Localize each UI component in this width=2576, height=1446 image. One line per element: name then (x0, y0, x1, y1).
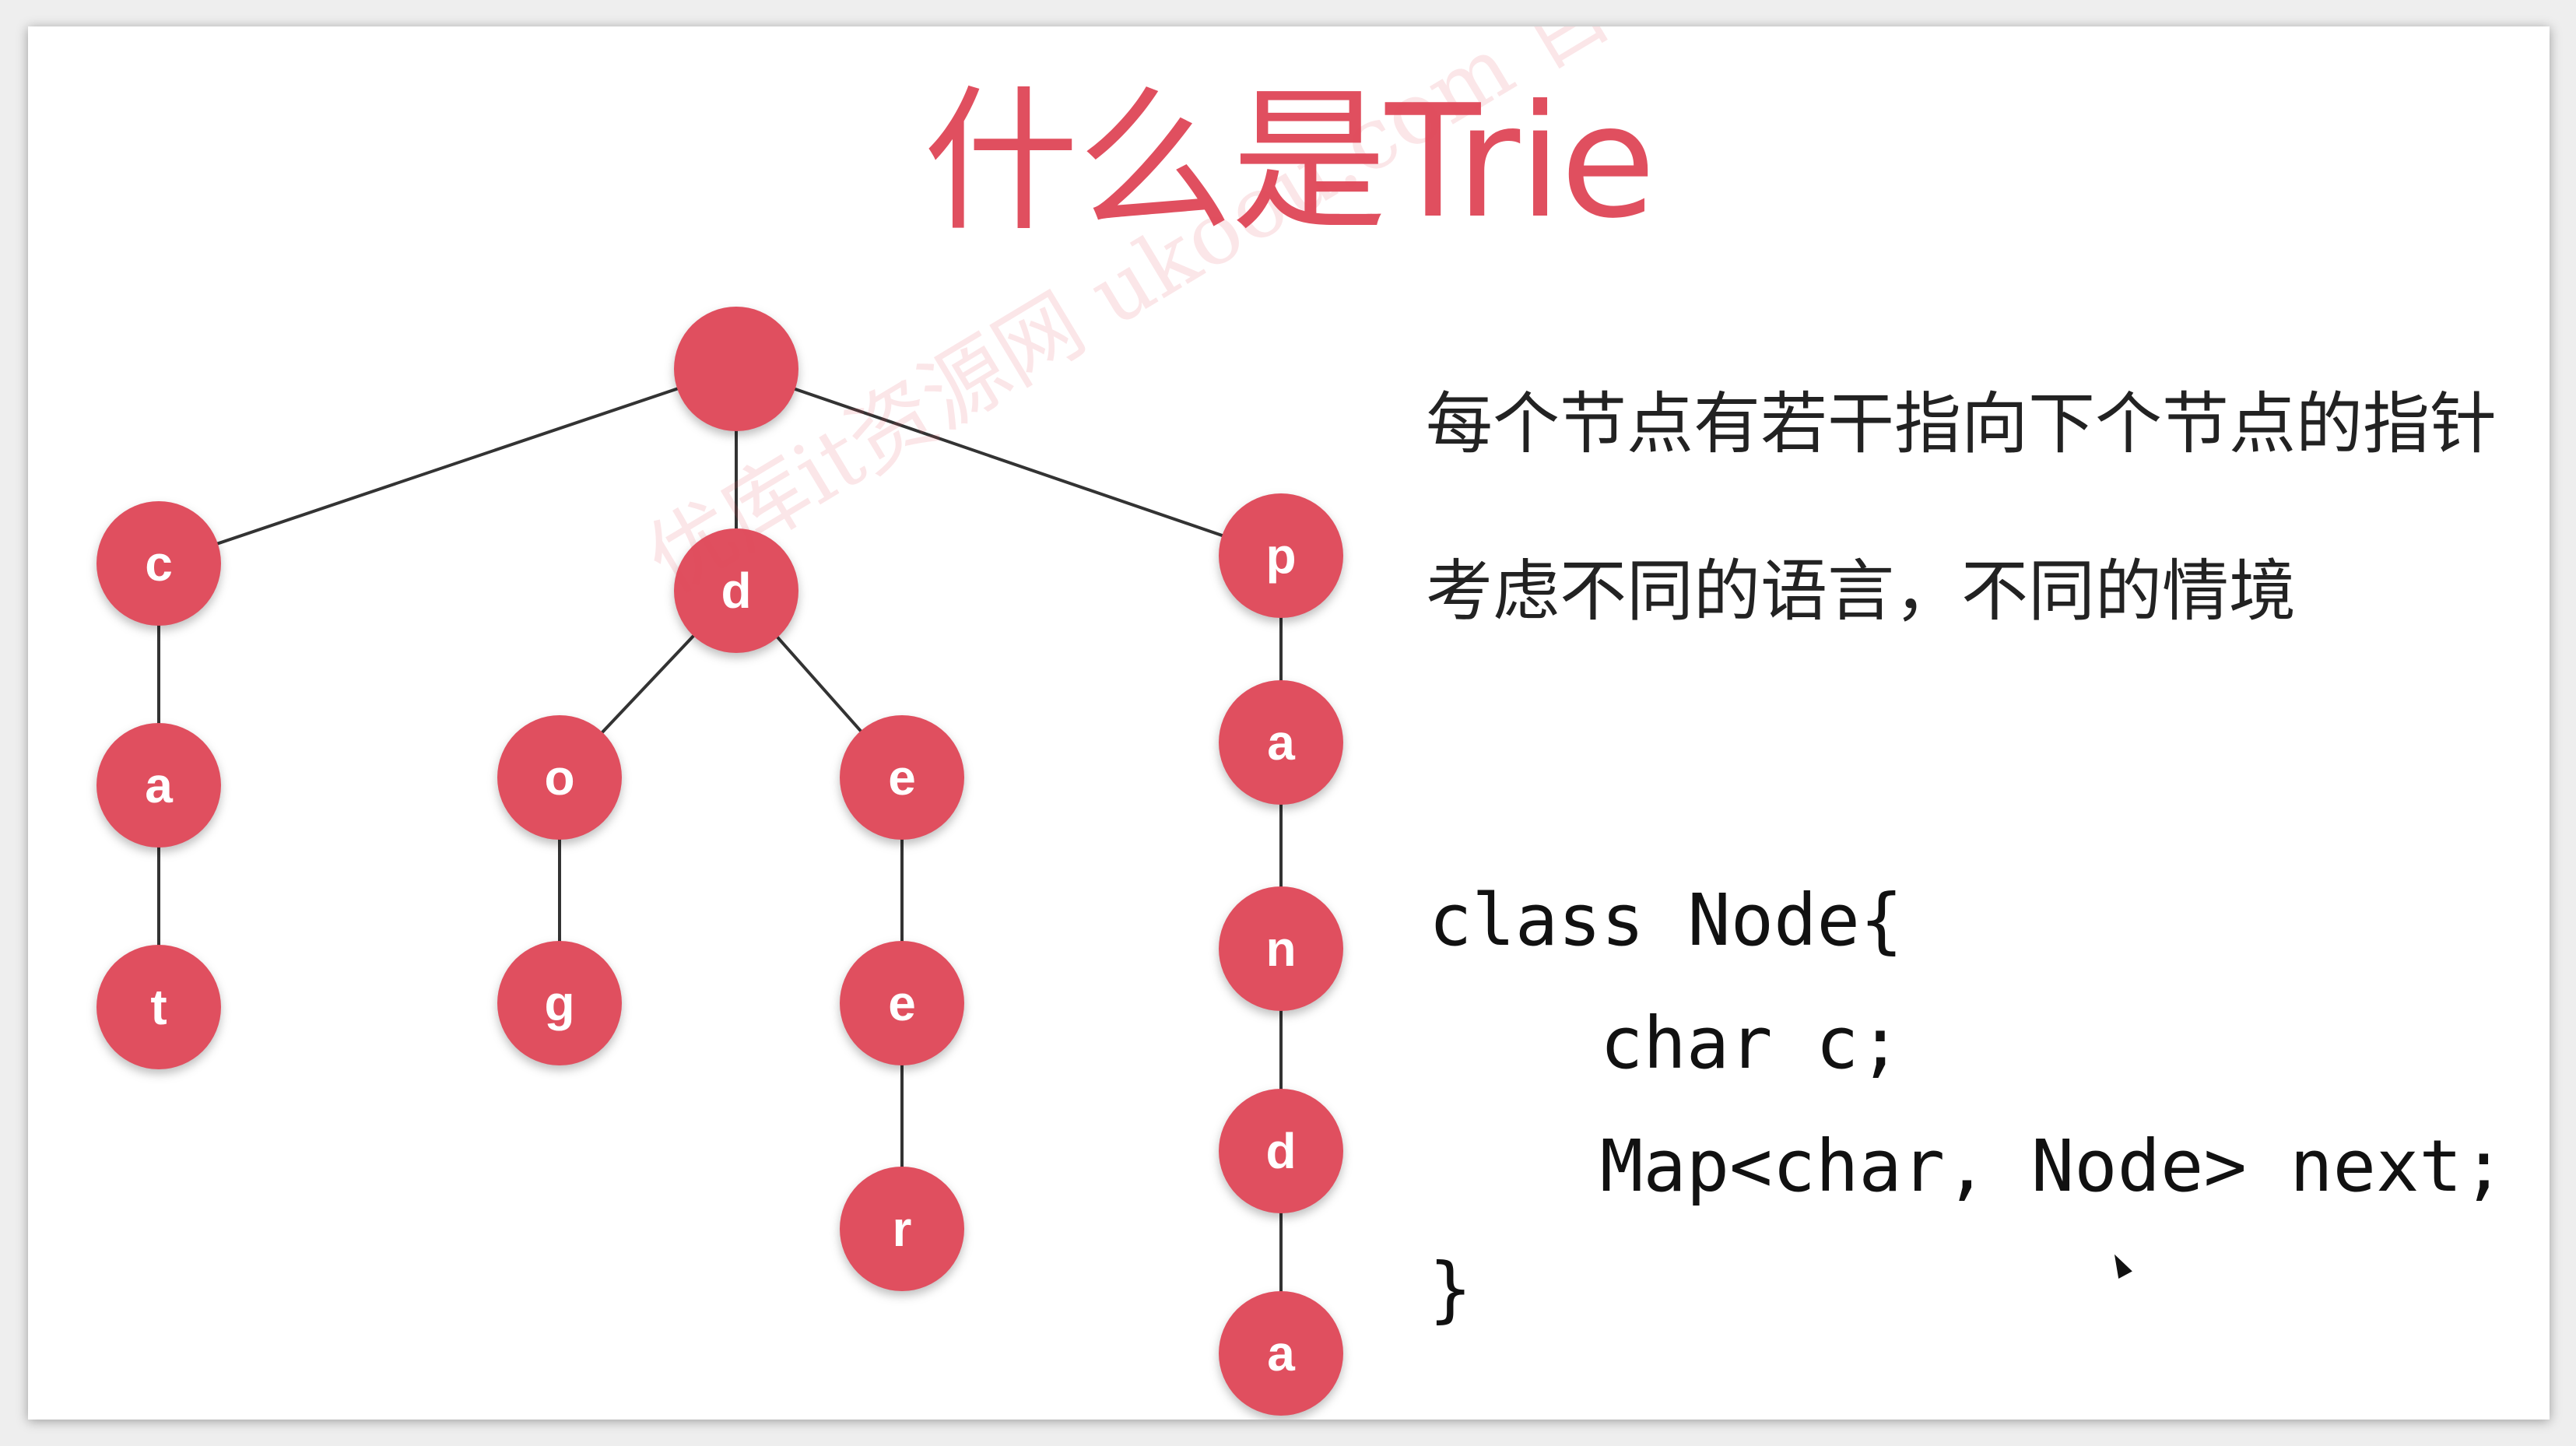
slide-title: 什么是Trie (923, 72, 1656, 253)
trie-diagram: c a t d o g e e r p a n d a (97, 307, 1343, 1416)
node-label-c: c (145, 535, 173, 591)
code-line-char: char c; (1600, 1002, 1902, 1085)
node-label-panda: a (1267, 1325, 1295, 1381)
node-label-pan: n (1265, 921, 1296, 977)
edge-root-c (158, 367, 737, 565)
code-line-map: Map<char, Node> next; (1600, 1125, 2506, 1208)
node-label-p: p (1265, 528, 1296, 584)
node-cat (97, 945, 221, 1069)
node-c (97, 501, 221, 626)
node-root (674, 307, 798, 431)
node-label-do: o (544, 749, 574, 805)
description-languages: 考虑不同的语言，不同的情境 (1426, 553, 2296, 630)
node-label-cat: t (150, 979, 167, 1035)
node-do (497, 715, 622, 840)
node-label-pa: a (1267, 714, 1295, 770)
node-pand (1219, 1089, 1343, 1213)
trie-nodes: c a t d o g e e r p a n d a (97, 307, 1343, 1416)
node-ca (97, 723, 221, 848)
node-dog (497, 941, 622, 1065)
node-label-deer: r (893, 1201, 912, 1257)
description-pointers: 每个节点有若干指向下个节点的指针 (1426, 385, 2497, 463)
edge-root-p (735, 367, 1282, 557)
node-p (1219, 493, 1343, 618)
node-pan (1219, 886, 1343, 1011)
node-de (840, 715, 964, 840)
code-line-close: } (1429, 1248, 1472, 1331)
node-label-pand: d (1265, 1123, 1296, 1179)
node-dee (840, 941, 964, 1065)
node-label-ca: a (145, 757, 173, 813)
node-panda (1219, 1291, 1343, 1416)
code-line-class: class Node{ (1429, 879, 1904, 962)
node-deer (840, 1167, 964, 1291)
node-d (674, 528, 798, 653)
node-label-dee: e (888, 975, 916, 1031)
trie-edges (157, 367, 1283, 1353)
code-block: class Node{ char c; Map<char, Node> next;… (1429, 859, 2505, 1351)
node-label-de: e (888, 749, 916, 805)
node-pa (1219, 680, 1343, 805)
node-label-dog: g (544, 975, 574, 1031)
node-label-d: d (721, 563, 751, 619)
